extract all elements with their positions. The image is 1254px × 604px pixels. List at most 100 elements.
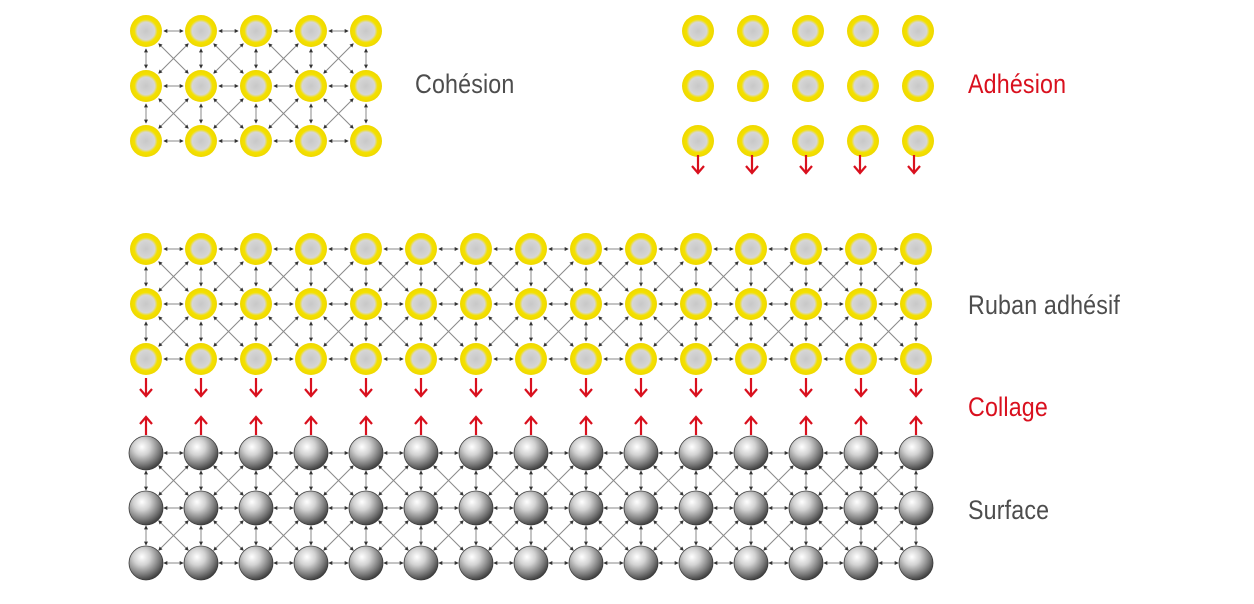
bond-line: [213, 58, 229, 74]
bond-line: [213, 535, 229, 551]
yellow-particle-icon: [460, 288, 492, 320]
bond-line: [338, 465, 354, 481]
bond-line: [833, 535, 849, 551]
yellow-particle-icon: [240, 343, 272, 375]
bond-line: [378, 520, 394, 536]
yellow-particle-icon: [900, 233, 932, 265]
gray-sphere-particle-icon: [348, 490, 384, 526]
bond-line: [323, 520, 339, 536]
gray-sphere-particle-icon: [568, 490, 604, 526]
bond-line: [778, 316, 794, 332]
bond-line: [653, 276, 669, 292]
gray-sphere-particle-icon: [293, 490, 329, 526]
bond-line: [558, 261, 574, 277]
arrow-head: [579, 415, 593, 425]
bond-line: [268, 465, 284, 481]
bond-line: [708, 261, 724, 277]
bond-line: [323, 316, 339, 332]
bond-line: [818, 535, 834, 551]
yellow-particle-icon: [130, 70, 162, 102]
bond-line: [543, 535, 559, 551]
gray-sphere-particle-icon: [183, 545, 219, 581]
yellow-particle-icon: [130, 343, 162, 375]
bond-line: [338, 535, 354, 551]
bond-line: [558, 316, 574, 332]
bond-line: [228, 520, 244, 536]
bond-line: [613, 465, 629, 481]
bond-line: [283, 535, 299, 551]
bond-line: [393, 261, 409, 277]
bond-line: [158, 261, 174, 277]
bond-line: [873, 480, 889, 496]
gray-sphere-particle-icon: [678, 490, 714, 526]
bond-line: [558, 535, 574, 551]
arrow-up-icon: [194, 415, 208, 435]
arrow-down-icon: [414, 378, 428, 398]
bond-line: [158, 316, 174, 332]
yellow-particle-icon: [735, 233, 767, 265]
gray-sphere-particle-icon: [843, 490, 879, 526]
bond-line: [723, 465, 739, 481]
gray-sphere-particle-icon: [513, 545, 549, 581]
bond-line: [653, 480, 669, 496]
yellow-particle-icon: [570, 288, 602, 320]
bond-line: [598, 535, 614, 551]
yellow-particle-icon: [902, 70, 934, 102]
gray-sphere-particle-icon: [843, 435, 879, 471]
arrow-head: [524, 415, 538, 425]
bond-line: [833, 480, 849, 496]
bond-line: [503, 480, 519, 496]
bond-line: [448, 316, 464, 332]
yellow-particle-icon: [680, 288, 712, 320]
bond-line: [393, 331, 409, 347]
arrow-head: [907, 165, 921, 175]
yellow-particle-icon: [900, 288, 932, 320]
bond-line: [503, 465, 519, 481]
arrow-head: [139, 415, 153, 425]
bond-line: [393, 520, 409, 536]
bond-line: [158, 98, 174, 114]
arrow-head: [524, 388, 538, 398]
bond-line: [818, 316, 834, 332]
bond-line: [228, 43, 244, 59]
bond-line: [393, 535, 409, 551]
arrow-down-icon: [689, 378, 703, 398]
bond-line: [448, 535, 464, 551]
bond-line: [668, 276, 684, 292]
gray-sphere-particle-icon: [128, 435, 164, 471]
yellow-particle-icon: [515, 288, 547, 320]
yellow-particle-icon: [682, 125, 714, 157]
gray-sphere-particle-icon: [678, 545, 714, 581]
bond-line: [213, 43, 229, 59]
arrow-up-icon: [744, 415, 758, 435]
bonds-layer: [144, 29, 918, 565]
bond-line: [283, 520, 299, 536]
arrow-head: [194, 388, 208, 398]
bond-line: [158, 58, 174, 74]
arrow-head: [744, 415, 758, 425]
bond-line: [228, 58, 244, 74]
bond-line: [338, 480, 354, 496]
yellow-particle-icon: [130, 15, 162, 47]
arrow-up-icon: [414, 415, 428, 435]
bond-line: [888, 480, 904, 496]
bond-line: [433, 520, 449, 536]
arrow-up-icon: [799, 415, 813, 435]
arrow-up-icon: [524, 415, 538, 435]
bond-line: [668, 261, 684, 277]
bond-line: [433, 535, 449, 551]
yellow-particle-icon: [350, 125, 382, 157]
bond-line: [268, 535, 284, 551]
bond-line: [393, 480, 409, 496]
arrow-head: [634, 388, 648, 398]
bond-line: [268, 58, 284, 74]
gray-sphere-particle-icon: [898, 545, 934, 581]
bond-line: [543, 331, 559, 347]
bond-line: [433, 480, 449, 496]
yellow-particle-icon: [845, 233, 877, 265]
gray-sphere-particle-icon: [348, 545, 384, 581]
gray-sphere-particle-icon: [458, 435, 494, 471]
bond-line: [598, 331, 614, 347]
bond-line: [778, 261, 794, 277]
bond-line: [543, 261, 559, 277]
